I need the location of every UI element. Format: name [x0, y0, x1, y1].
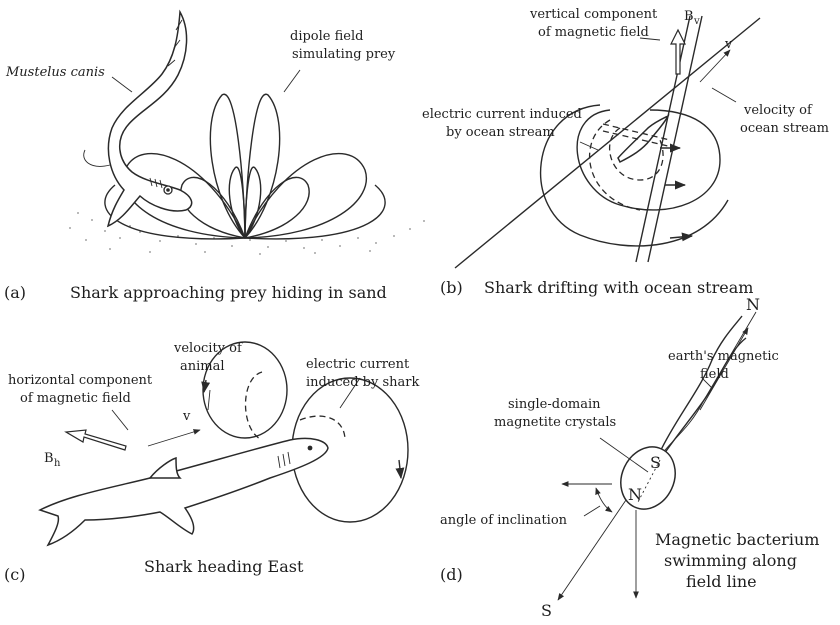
drifting-shark	[618, 116, 668, 162]
bh-arrow	[66, 430, 126, 450]
horizontal-label-line1: horizontal component	[8, 373, 153, 388]
bv-subscript: v	[693, 16, 700, 27]
stream-line-1	[455, 18, 760, 268]
bacterium-caption-line1: Magnetic bacterium	[655, 530, 819, 549]
shark-eye-c	[308, 446, 313, 451]
current-label-line2-b: by ocean stream	[446, 125, 555, 140]
species-leader	[112, 77, 132, 92]
vertical-label-line1: vertical component	[529, 7, 658, 22]
velocity-label-line2-c: animal	[180, 359, 225, 374]
bh-symbol: B	[44, 451, 54, 466]
shark-mustelus	[84, 12, 192, 226]
velocity-leader-b	[712, 88, 736, 102]
velocity-label-line1-b: velocity of	[743, 103, 813, 118]
dipole-leader	[284, 70, 300, 92]
panel-c-letter: (c)	[4, 565, 25, 584]
dipole-label-line1: dipole field	[290, 29, 363, 44]
horizontal-leader	[112, 410, 128, 430]
panel-a-letter: (a)	[4, 283, 26, 302]
cell-s-label: S	[650, 453, 661, 472]
panel-d: N S S N earth's magnetic field single-do…	[440, 295, 819, 620]
current-label-line1-b: electric current induced	[422, 107, 582, 122]
field-label-line1: earth's magnetic	[668, 349, 779, 364]
bh-subscript: h	[54, 458, 61, 469]
panel-a: Mustelus canis dipole field simulating p…	[4, 12, 425, 302]
bacterium-caption-line2: swimming along	[664, 551, 797, 570]
panel-b-caption: Shark drifting with ocean stream	[484, 278, 753, 297]
dipole-label-line2: simulating prey	[292, 47, 396, 62]
dipole-field-lines	[105, 94, 385, 239]
v-symbol-b: v	[724, 37, 733, 52]
current-label-line2-c: induced by shark	[306, 375, 419, 390]
inclination-arc	[596, 488, 612, 512]
shark-dorsal-fin-c	[150, 458, 180, 478]
v-symbol-c: v	[182, 409, 191, 424]
velocity-label-line2-b: ocean stream	[740, 121, 829, 136]
v-arrow-c	[148, 430, 200, 446]
species-label: Mustelus canis	[5, 65, 105, 80]
field-line-upper	[662, 312, 756, 454]
field-label-line2: field	[700, 367, 729, 382]
bv-arrow	[671, 30, 685, 74]
velocity-leader-c	[208, 390, 210, 410]
flagellum-1	[660, 316, 742, 452]
panel-c-caption: Shark heading East	[144, 557, 304, 576]
horizontal-label-line2: of magnetic field	[20, 391, 131, 406]
south-label: S	[541, 601, 552, 620]
north-label: N	[746, 295, 760, 314]
magnetite-label-line2: magnetite crystals	[494, 415, 616, 430]
panel-c: B h v horizontal component of magnetic f…	[4, 341, 419, 584]
bacterium-caption-line3: field line	[686, 572, 757, 591]
current-leader-b	[580, 142, 598, 150]
panel-b: B v v vertical component of magnetic fie…	[422, 7, 829, 297]
angle-label: angle of inclination	[440, 513, 568, 528]
field-line-lower	[558, 500, 626, 600]
shark-body-c	[40, 438, 328, 545]
stream-line-3	[648, 16, 702, 262]
current-label-line1-c: electric current	[306, 357, 410, 372]
panel-d-letter: (d)	[440, 565, 463, 584]
cell-n-label: N	[628, 485, 642, 504]
angle-leader	[584, 506, 600, 516]
velocity-label-line1-c: velocity of	[173, 341, 243, 356]
panel-a-caption: Shark approaching prey hiding in sand	[70, 283, 387, 302]
bv-symbol: B	[684, 9, 694, 24]
vertical-label-line2: of magnetic field	[538, 25, 649, 40]
magnetite-label-line1: single-domain	[508, 397, 601, 412]
panel-b-letter: (b)	[440, 278, 463, 297]
